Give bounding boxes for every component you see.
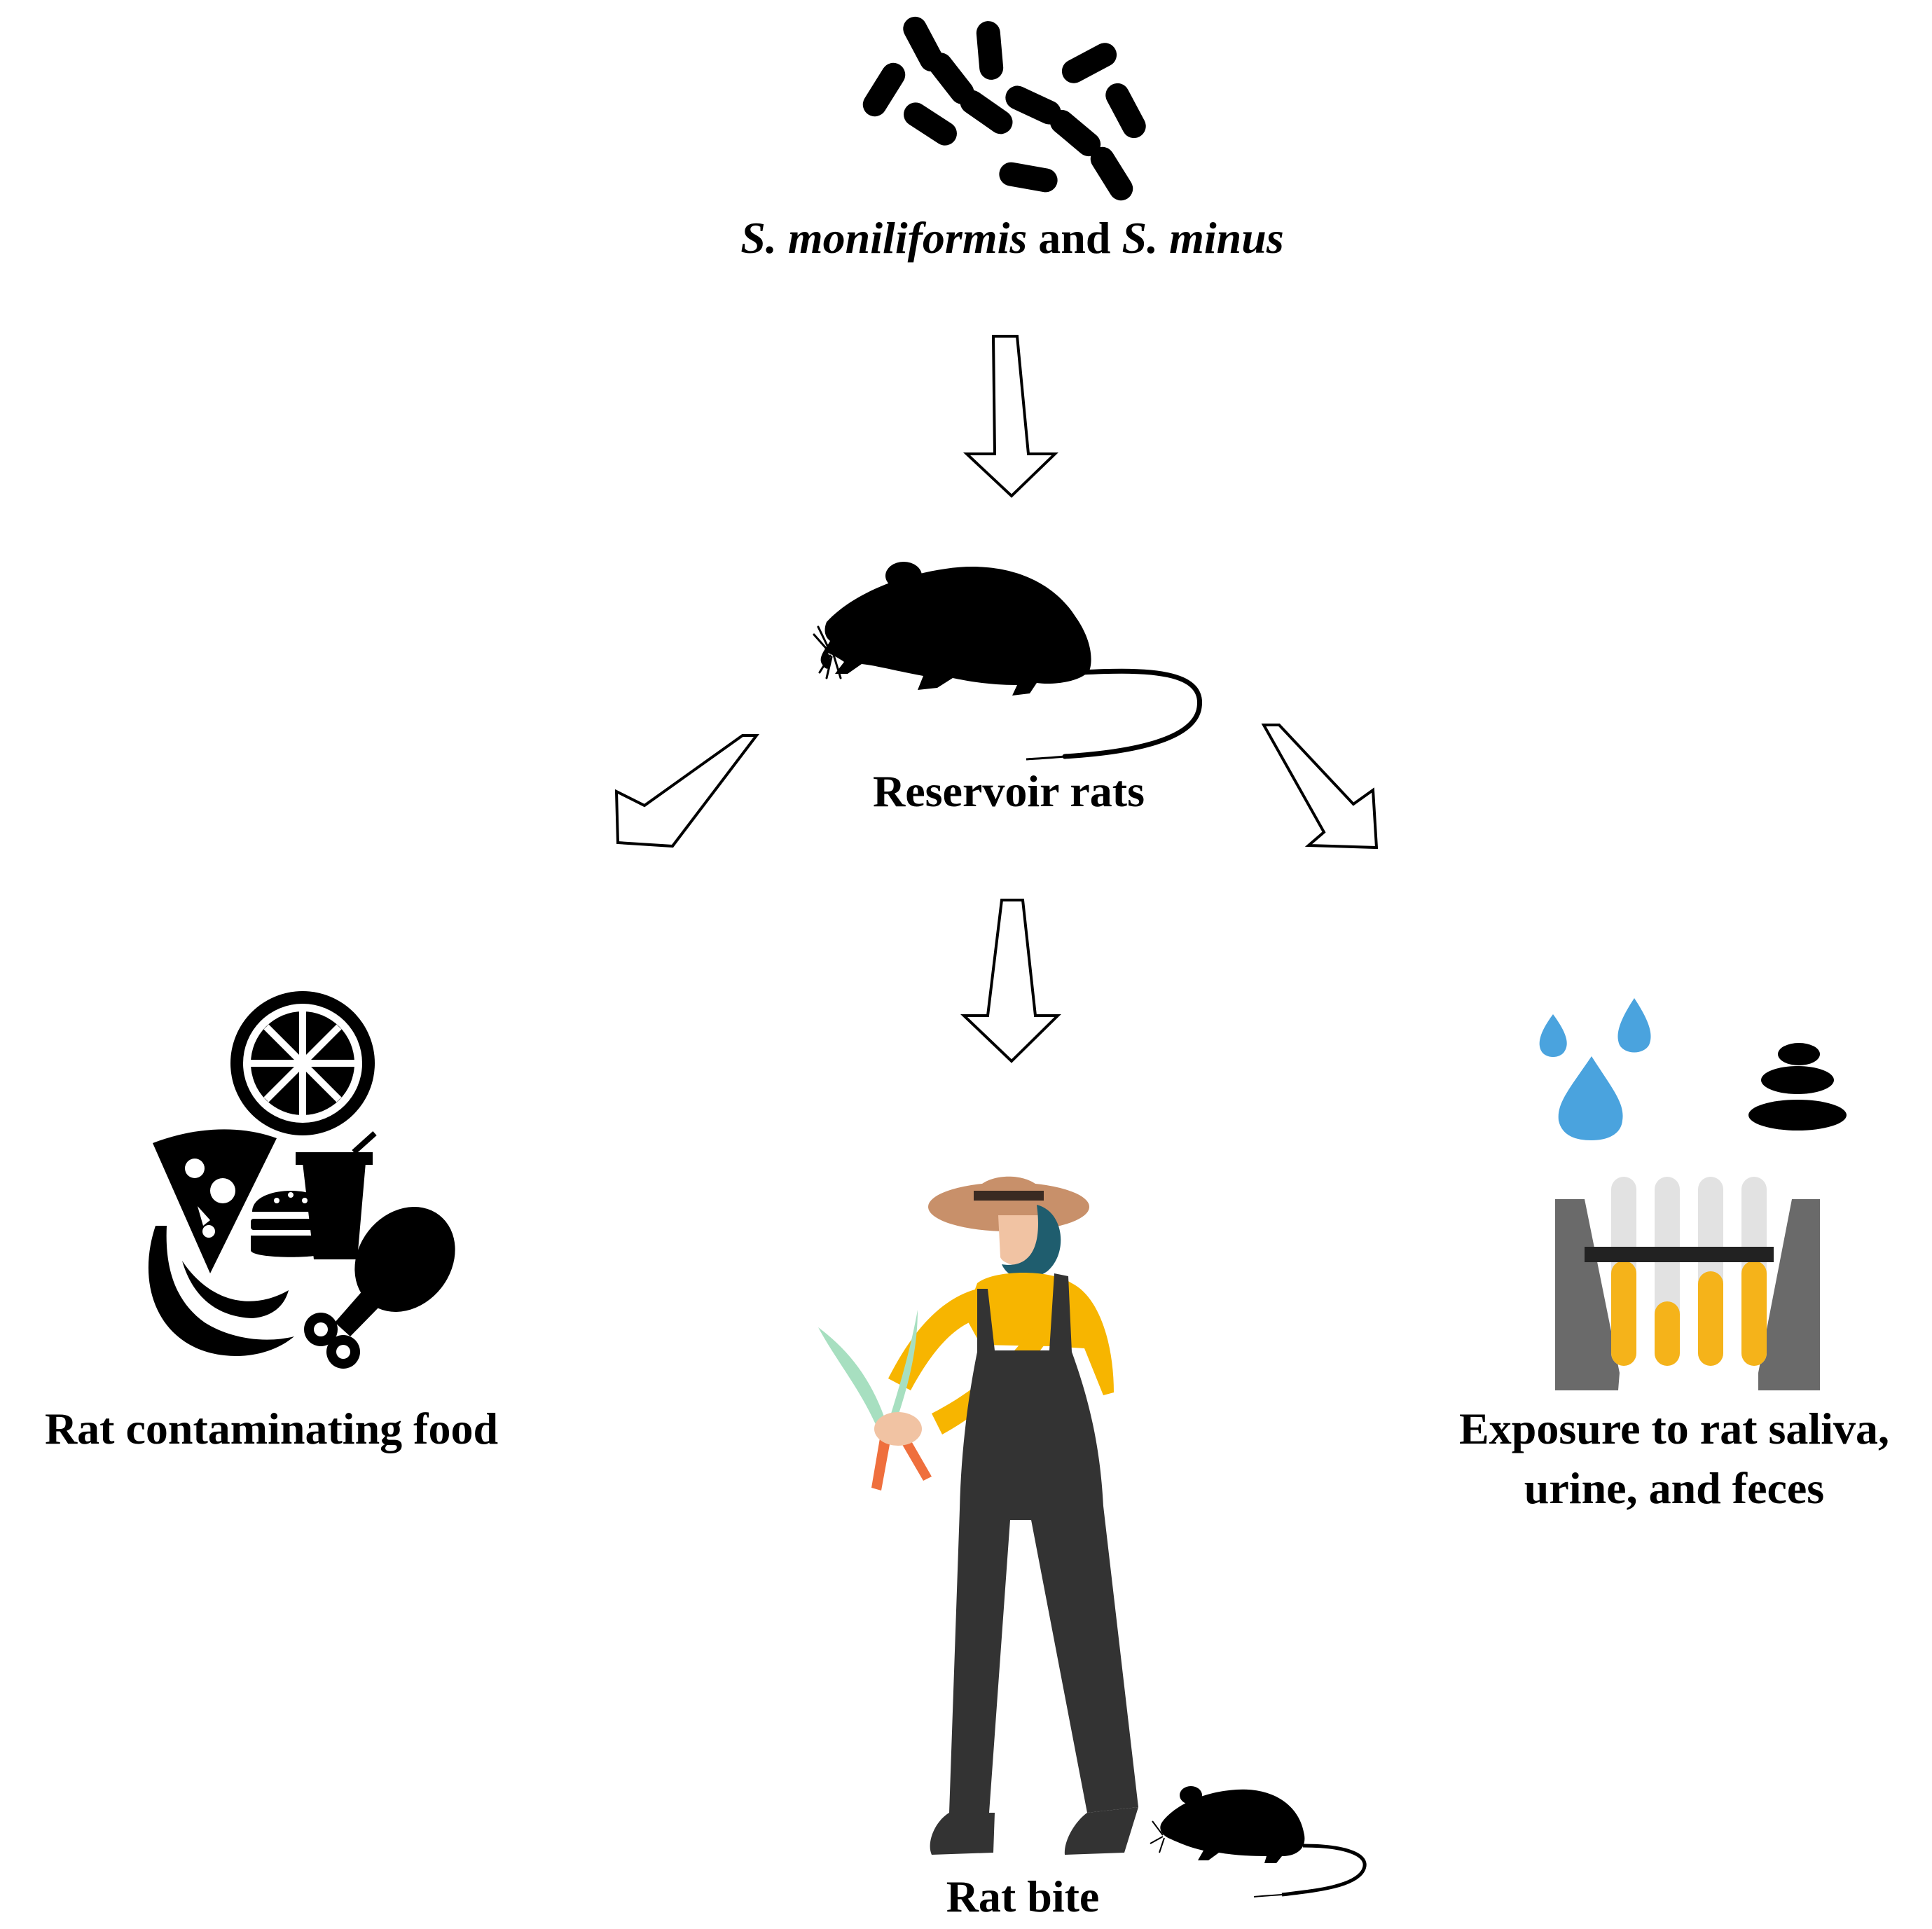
burger-icon — [251, 1191, 331, 1257]
rack-left — [1555, 1199, 1620, 1390]
arrow-left-food — [614, 734, 760, 848]
chicken-leg-icon — [304, 1206, 455, 1369]
species-1: S. moniliformis — [740, 213, 1028, 263]
food-icon — [148, 991, 455, 1369]
arrow-right-exposure — [1261, 724, 1379, 850]
exposure-label-line1: Exposure to rat saliva, — [1459, 1404, 1889, 1453]
rat-bite-label: Rat bite — [946, 1872, 1100, 1921]
bacteria-icon — [862, 16, 1146, 201]
droplet-icons — [1539, 998, 1651, 1140]
rat-contaminating-food-label: Rat contaminating food — [44, 1404, 499, 1453]
reservoir-rats-label: Reservoir rats — [873, 766, 1145, 816]
tubes — [1611, 1177, 1767, 1366]
rack-bar — [1585, 1247, 1774, 1262]
species-2: S. minus — [1122, 213, 1284, 263]
overalls — [949, 1273, 1138, 1813]
drink-cup-icon — [296, 1131, 377, 1259]
rat-icon — [813, 562, 1202, 761]
exposure-label-line2: urine, and feces — [1524, 1463, 1825, 1513]
orange-slice-icon — [230, 991, 375, 1135]
test-tubes-icon — [1539, 998, 1847, 1390]
arrows — [614, 335, 1379, 1063]
hands — [874, 1412, 922, 1446]
farmer-icon — [818, 1176, 1138, 1855]
right-shoe — [1064, 1807, 1138, 1855]
beard — [1002, 1205, 1061, 1279]
right-arm — [888, 1289, 988, 1390]
pizza-slice-icon — [153, 1129, 277, 1273]
species-connector: and — [1038, 213, 1111, 263]
leaf-1 — [818, 1327, 888, 1432]
small-rat-icon — [1150, 1786, 1367, 1897]
stone-stack-icon — [1748, 1043, 1847, 1131]
left-shoe — [930, 1813, 995, 1855]
arrow-down-top — [962, 335, 1058, 498]
banana-icon — [148, 1226, 294, 1356]
pathogen-title: S. moniliformis and S. minus — [609, 210, 1415, 266]
arrow-down-bite — [960, 899, 1061, 1063]
rack-right — [1758, 1199, 1820, 1390]
